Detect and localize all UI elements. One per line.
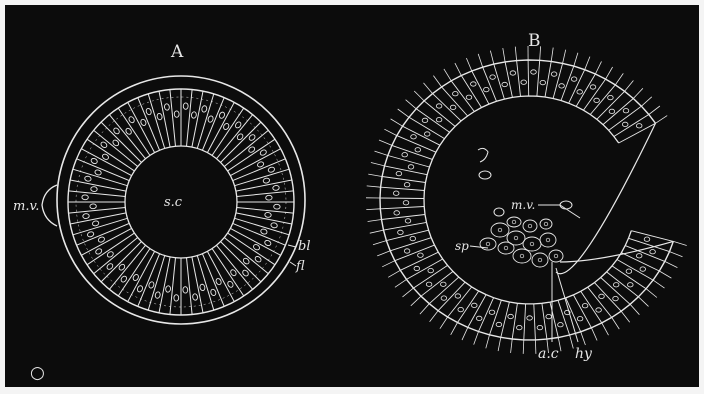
label-sc: s.c [164,195,183,210]
cell-wall [528,60,529,96]
plate-background [5,5,699,387]
label-ac: a.c [538,346,559,362]
cilium [535,340,536,354]
corner-mark: ○ [30,363,45,383]
label-mv-a: m.v. [13,199,39,214]
label-mv-b: m.v. [511,198,535,212]
label-hy: hy [575,346,593,362]
label-bl: bl [298,239,310,254]
panel-b-title: B [528,31,541,51]
label-fl: fl [295,259,305,274]
cell-wall [380,198,424,199]
panel-a-title: A [170,42,184,62]
label-sp: sp [455,239,469,253]
